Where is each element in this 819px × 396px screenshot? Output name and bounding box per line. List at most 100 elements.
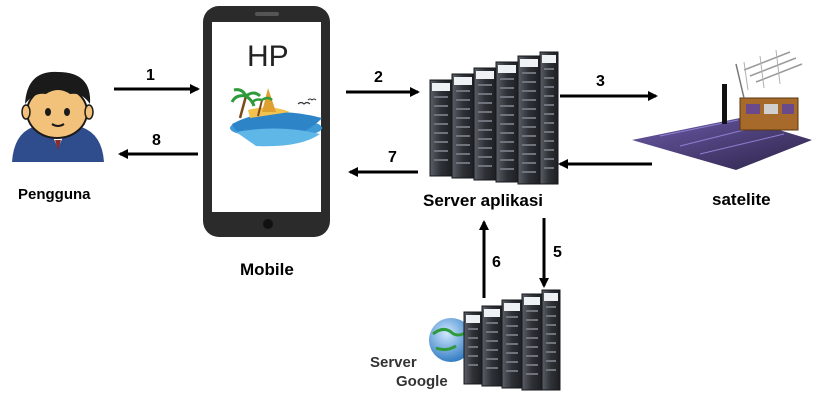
arrow-8-label: 8	[152, 132, 161, 149]
arrow-2-label: 2	[374, 69, 383, 86]
server-slot	[522, 135, 536, 137]
server-slot	[526, 319, 538, 321]
server-slot	[456, 153, 470, 155]
server-slot	[486, 340, 498, 342]
server-slot	[522, 108, 536, 110]
server-slot	[506, 370, 518, 372]
server-slot	[506, 361, 518, 363]
server-slot	[468, 346, 478, 348]
server-slot	[522, 72, 536, 74]
server-slot	[522, 144, 536, 146]
server-slot	[522, 153, 536, 155]
server-slot	[522, 81, 536, 83]
server-unit	[539, 51, 559, 185]
server-slot	[478, 129, 492, 131]
server-slot	[456, 117, 470, 119]
server-slot	[500, 78, 514, 80]
server-slot	[522, 99, 536, 101]
server-slot	[456, 90, 470, 92]
server-light	[504, 303, 520, 311]
arrow-5-label: 5	[553, 244, 562, 261]
server-slot	[500, 168, 514, 170]
server-slot	[456, 144, 470, 146]
server-slot	[544, 86, 554, 88]
server-slot	[500, 150, 514, 152]
server-slot	[522, 126, 536, 128]
server-slot	[486, 358, 498, 360]
server-slot	[456, 99, 470, 101]
server-slot	[456, 162, 470, 164]
server-slot	[434, 150, 448, 152]
server-slot	[486, 322, 498, 324]
server-slot	[434, 114, 448, 116]
server-slot	[486, 367, 498, 369]
server-slot	[544, 95, 554, 97]
server-light	[432, 83, 450, 91]
server-light	[542, 55, 556, 63]
server-slot	[456, 135, 470, 137]
server-slot	[526, 346, 538, 348]
server-slot	[456, 126, 470, 128]
server-slot	[506, 352, 518, 354]
server-light	[476, 71, 494, 79]
server-slot	[546, 315, 556, 317]
server-slot	[544, 158, 554, 160]
server-slot	[522, 117, 536, 119]
server-slot	[468, 337, 478, 339]
server-slot	[500, 96, 514, 98]
server-slot	[468, 364, 478, 366]
server-google-logo-line2: Google	[396, 373, 448, 390]
server-slot	[544, 140, 554, 142]
server-slot	[526, 355, 538, 357]
server-slot	[486, 331, 498, 333]
server-slot	[526, 373, 538, 375]
server-light	[466, 315, 480, 323]
server-slot	[526, 310, 538, 312]
phone-screen-title: HP	[247, 40, 289, 73]
user-icon	[12, 71, 104, 162]
server-light	[498, 65, 516, 73]
server-unit	[541, 289, 561, 391]
mobile-label: Mobile	[240, 260, 294, 279]
island-logo-icon	[230, 88, 322, 147]
server-unit	[429, 79, 453, 177]
server-unit	[481, 305, 503, 387]
satellite-icon	[632, 49, 812, 170]
server-slot	[522, 90, 536, 92]
server-slot	[478, 111, 492, 113]
server-slot	[478, 120, 492, 122]
server-slot	[478, 84, 492, 86]
server-slot	[500, 87, 514, 89]
server-slot	[544, 167, 554, 169]
server-slot	[526, 364, 538, 366]
server-light	[484, 309, 500, 317]
server-slot	[500, 141, 514, 143]
server-slot	[478, 138, 492, 140]
server-slot	[434, 123, 448, 125]
server-slot	[434, 105, 448, 107]
server-slot	[546, 351, 556, 353]
server-slot	[544, 113, 554, 115]
pengguna-label: Pengguna	[18, 186, 91, 203]
server-google-logo-line1: Server	[370, 354, 417, 371]
server-slot	[546, 369, 556, 371]
server-slot	[434, 96, 448, 98]
server-slot	[434, 132, 448, 134]
server-light	[454, 77, 472, 85]
server-slot	[500, 105, 514, 107]
server-slot	[500, 123, 514, 125]
server-slot	[544, 131, 554, 133]
mobile-phone-icon	[203, 6, 330, 237]
arrow-6-label: 6	[492, 254, 501, 271]
server-slot	[506, 325, 518, 327]
server-slot	[500, 159, 514, 161]
server-slot	[522, 162, 536, 164]
server-unit	[521, 293, 543, 391]
arrow-3-label: 3	[596, 73, 605, 90]
server-light	[524, 297, 540, 305]
server-light	[544, 293, 558, 301]
server-slot	[478, 165, 492, 167]
app-server-icon	[429, 51, 559, 185]
